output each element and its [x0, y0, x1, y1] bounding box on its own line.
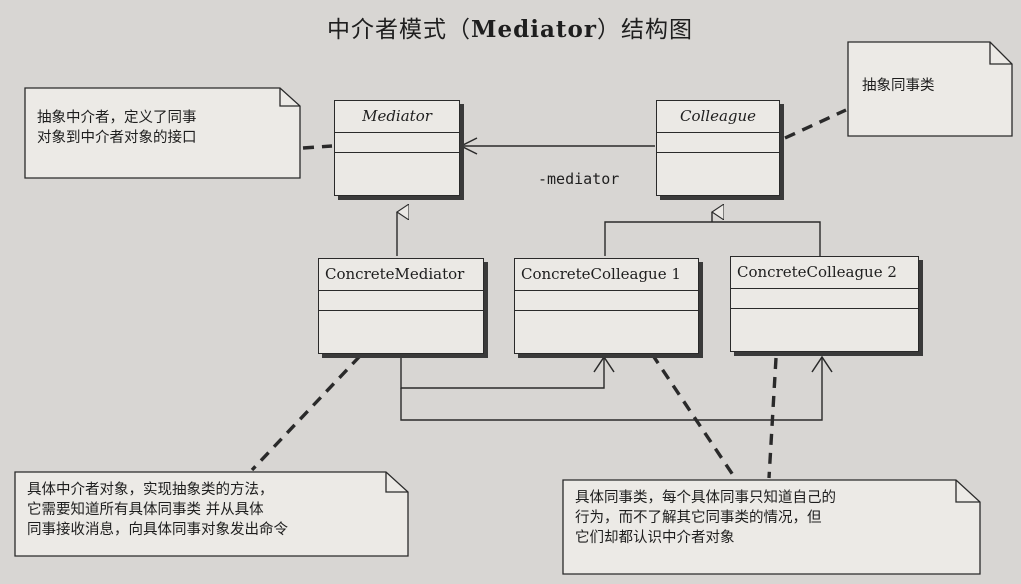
association-arrowhead: [459, 137, 478, 155]
anchor-abstract-colleague: [784, 108, 847, 140]
class-concrete-colleague-1: ConcreteColleague 1: [514, 258, 699, 354]
note-concrete-mediator-shape: [14, 471, 409, 557]
operations-section: [515, 311, 698, 331]
class-colleague: Colleague: [656, 100, 780, 196]
anchor-concrete-colleague-1: [650, 353, 737, 479]
attributes-section: [335, 133, 459, 153]
attributes-section: [731, 289, 918, 309]
class-name: ConcreteColleague 1: [515, 259, 698, 291]
note-concrete-colleague-shape: [562, 479, 981, 575]
attributes-section: [319, 291, 483, 311]
anchor-concrete-colleague-2: [767, 357, 778, 479]
note-abstract-colleague: 抽象同事类: [862, 78, 935, 94]
class-concrete-colleague-2: ConcreteColleague 2: [730, 256, 919, 352]
note-concrete-colleague: 具体同事类，每个具体同事只知道自己的 行为，而不了解其它同事类的情况，但 它们却…: [575, 490, 836, 546]
class-mediator: Mediator: [334, 100, 460, 196]
attributes-section: [657, 133, 779, 153]
inherit-colleague-tree: [604, 221, 821, 256]
note-abstract-mediator-shape: [24, 87, 301, 179]
operations-section: [657, 153, 779, 173]
operations-section: [335, 153, 459, 173]
class-name: Colleague: [657, 101, 779, 133]
class-concrete-mediator: ConcreteMediator: [318, 258, 484, 354]
operations-section: [731, 309, 918, 329]
cm-to-cc2-line: [400, 358, 823, 421]
cm-to-cc1-line: [400, 356, 605, 389]
class-name: ConcreteMediator: [319, 259, 483, 291]
association-role-label: -mediator: [538, 170, 620, 188]
note-abstract-mediator: 抽象中介者，定义了同事 对象到中介者对象的接口: [37, 110, 197, 146]
attributes-section: [515, 291, 698, 311]
note-concrete-mediator: 具体中介者对象，实现抽象类的方法， 它需要知道所有具体同事类 并从具体 同事接收…: [27, 482, 288, 538]
page-title: 中介者模式（Mediator）结构图: [327, 16, 693, 43]
anchor-abstract-mediator: [302, 144, 333, 150]
class-name: ConcreteColleague 2: [731, 257, 918, 289]
operations-section: [319, 311, 483, 331]
anchor-concrete-mediator: [250, 354, 362, 472]
note-abstract-colleague-shape: [847, 41, 1013, 137]
class-name: Mediator: [335, 101, 459, 133]
